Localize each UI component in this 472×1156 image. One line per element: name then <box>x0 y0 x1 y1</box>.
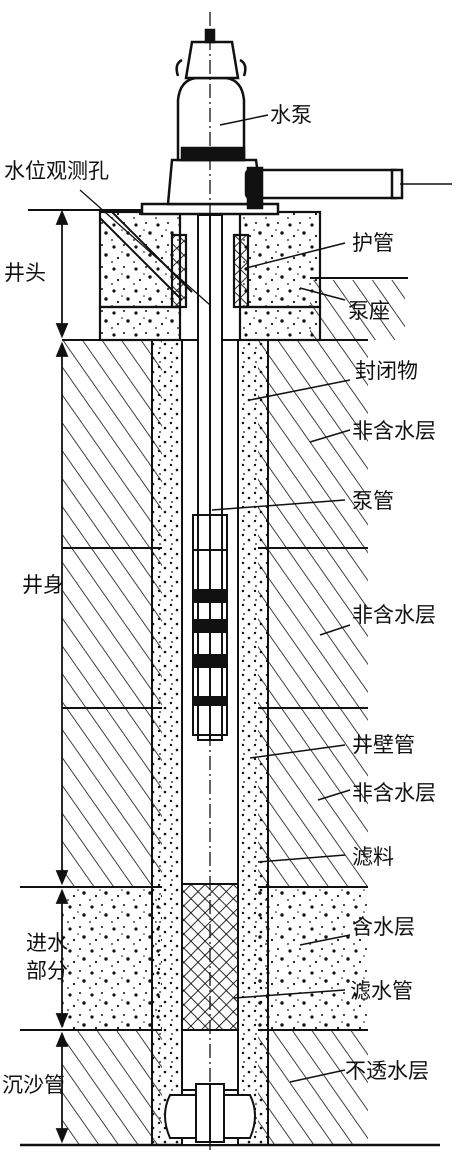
label-aquifer: 含水层 <box>352 915 415 939</box>
label-protective-pipe: 护管 <box>352 231 394 255</box>
label-seal: 封闭物 <box>355 359 418 383</box>
label-non-aquifer-2: 非含水层 <box>352 603 436 627</box>
label-well-head: 井头 <box>4 261 46 285</box>
label-non-aquifer-1: 非含水层 <box>352 419 436 443</box>
label-well-body: 井身 <box>22 573 64 597</box>
label-pump-pipe: 泵管 <box>352 489 394 513</box>
label-non-aquifer-3: 非含水层 <box>352 781 436 805</box>
label-pump-base: 泵座 <box>348 299 390 323</box>
label-well-casing: 井壁管 <box>352 733 415 757</box>
label-sand-pipe: 沉沙管 <box>2 1073 65 1097</box>
observation-pipe <box>79 189 211 306</box>
soil-strata <box>62 280 405 1145</box>
label-pump: 水泵 <box>270 103 312 127</box>
label-filter-pipe: 滤水管 <box>350 979 413 1003</box>
label-intake-line2: 部分 <box>26 959 68 983</box>
label-intake-line1: 进水 <box>26 931 68 955</box>
label-filter-material: 滤料 <box>352 845 394 869</box>
labels: 水泵 水位观测孔 护管 泵座 井头 封闭物 非含水层 泵管 井身 非含水层 井壁… <box>2 103 436 1097</box>
leader-lines <box>211 114 351 1083</box>
label-observation-hole: 水位观测孔 <box>4 159 109 183</box>
pump-body <box>166 28 264 206</box>
label-impermeable: 不透水层 <box>345 1059 429 1083</box>
gravel-pack <box>151 339 269 1146</box>
well-head <box>98 210 322 342</box>
discharge-pipe <box>244 166 452 210</box>
dimension-markers <box>55 209 69 1144</box>
